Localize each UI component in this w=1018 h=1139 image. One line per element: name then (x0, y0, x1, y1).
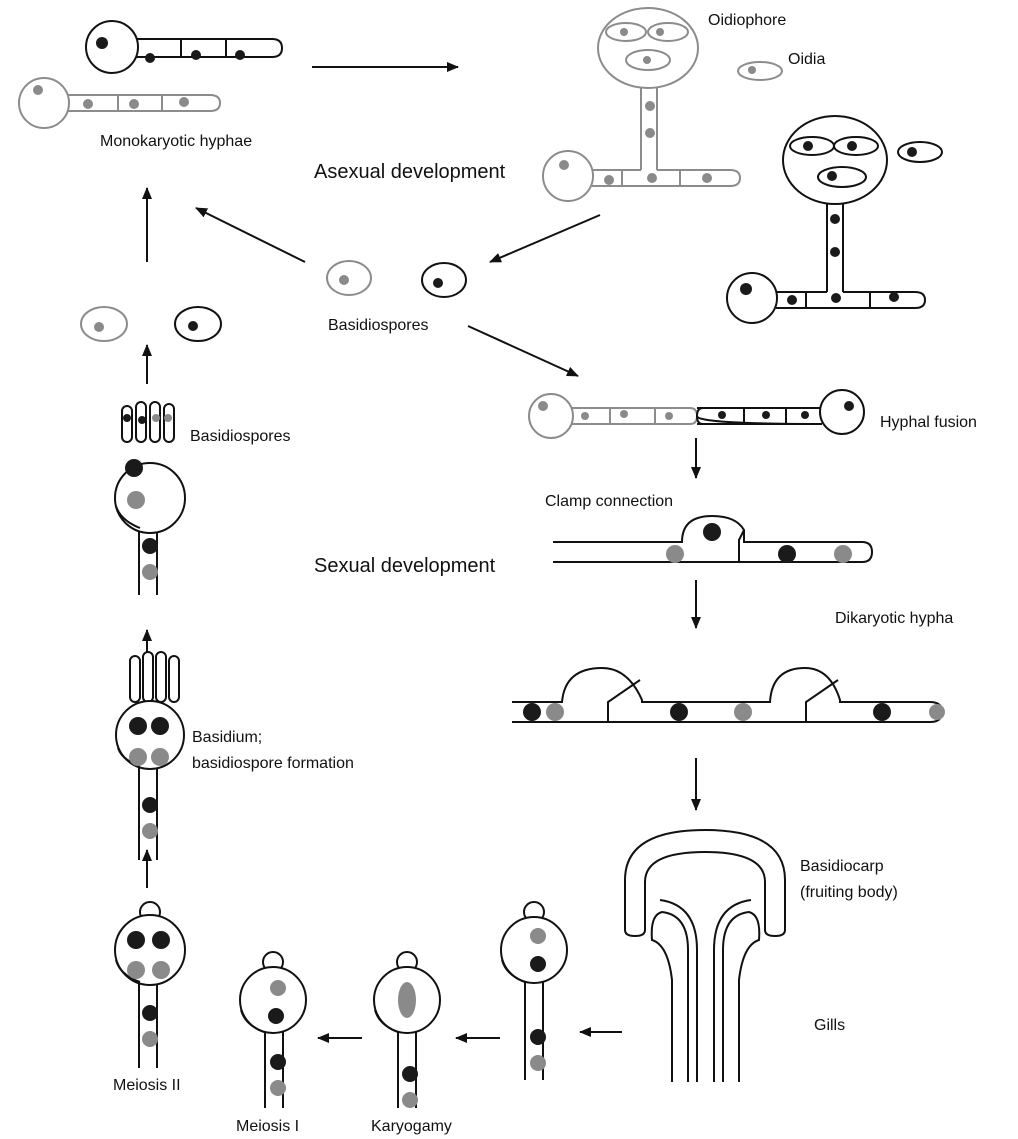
arrow-basidiospores-to-hyphae (196, 208, 305, 262)
basidium-label-line2: basidiospore formation (192, 755, 354, 772)
basidiospores-center-label: Basidiospores (328, 317, 429, 334)
oidiophore-grey (543, 8, 740, 201)
monokaryotic-hyphae-label: Monokaryotic hyphae (100, 133, 252, 150)
cell-meiosis-ii (115, 902, 185, 1068)
dikaryotic-hypha (512, 668, 945, 722)
arrow-asexual-to-basidiospores (490, 215, 600, 262)
hyphal-fusion-label: Hyphal fusion (880, 414, 977, 431)
clamp-connection-label: Clamp connection (545, 493, 673, 510)
basidium-forming (116, 652, 184, 860)
meiosis-ii-label: Meiosis II (113, 1077, 181, 1094)
oidia-black (898, 142, 942, 162)
gills-label: Gills (814, 1017, 845, 1034)
hyphal-fusion (529, 390, 864, 438)
monokaryotic-hypha-grey (19, 78, 220, 128)
meiosis-i-label: Meiosis I (236, 1118, 299, 1135)
basidiospore-pair-center (327, 261, 466, 297)
sexual-development-label: Sexual development (314, 555, 496, 577)
oidiophore-label: Oidiophore (708, 12, 786, 29)
basidium-label-line1: Basidium; (192, 729, 262, 746)
arrow-basidiospores-to-fusion (468, 326, 578, 376)
cell-karyogamy (374, 952, 440, 1108)
basidiocarp-label-line1: Basidiocarp (800, 858, 884, 875)
basidiocarp (625, 830, 785, 1082)
basidium-with-spores (115, 402, 185, 595)
oidia-label: Oidia (788, 51, 825, 68)
monokaryotic-hypha-black (86, 21, 282, 73)
cell-meiosis-i (240, 952, 306, 1108)
dikaryotic-hypha-label: Dikaryotic hypha (835, 610, 953, 627)
basidiocarp-label-line2: (fruiting body) (800, 884, 898, 901)
oidiophore-black (727, 116, 925, 323)
basidiospores-left-label: Basidiospores (190, 428, 291, 445)
karyogamy-label: Karyogamy (371, 1118, 452, 1135)
clamp-connection-hypha (553, 516, 872, 563)
oidia-grey (738, 62, 782, 80)
asexual-development-label: Asexual development (314, 161, 506, 183)
basidiospore-pair-left (81, 307, 221, 341)
cell-dikaryotic-young-basidium (501, 902, 567, 1080)
